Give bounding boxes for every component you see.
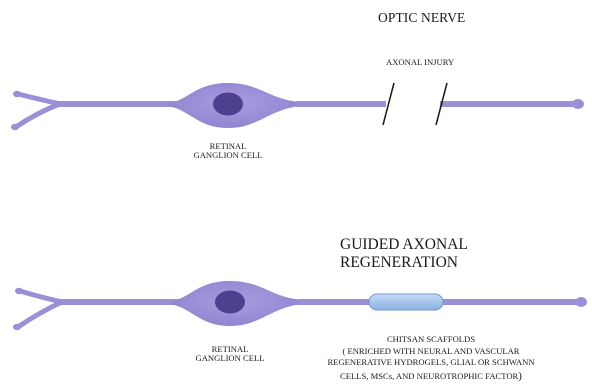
scaffold-description: CHITSAN SCAFFOLDS ( ENRICHED WITH NEURAL… (306, 334, 556, 384)
scaffold-line3: CELLS, MSCs, AND NEUROTROPHIC FACTOR (340, 371, 518, 381)
chitosan-scaffold-tube (369, 294, 443, 310)
bottom-nucleus (215, 291, 245, 314)
bottom-neuron (13, 281, 587, 330)
top-dendrite-lower (16, 104, 60, 127)
scaffold-line1: ( ENRICHED WITH NEURAL AND VASCULAR (306, 346, 556, 358)
bottom-dendrite-lower (18, 302, 62, 327)
top-neuron (11, 83, 584, 130)
guided-regeneration-title-line1: GUIDED AXONAL (340, 236, 468, 254)
top-dendrite-upper (18, 94, 60, 104)
top-dendrite-tip-upper (13, 91, 21, 97)
top-axon-terminal (572, 99, 584, 109)
optic-nerve-title: OPTIC NERVE (378, 11, 465, 25)
scaffold-close-paren: ) (518, 370, 522, 382)
guided-regeneration-title: GUIDED AXONAL REGENERATION (340, 236, 468, 272)
bottom-dendrite-tip-lower (13, 324, 21, 330)
scaffold-title: CHITSAN SCAFFOLDS (306, 334, 556, 346)
top-cell-label-line2: GANGLION CELL (188, 151, 268, 160)
top-nucleus (213, 93, 243, 116)
bottom-dendrite-tip-upper (15, 288, 23, 294)
bottom-dendrite-upper (20, 291, 62, 302)
top-axon-distal (440, 101, 578, 107)
top-axon-middle (296, 101, 386, 107)
top-dendrite-tip-lower (11, 124, 19, 130)
bottom-cell-label: RETINAL GANGLION CELL (190, 345, 270, 363)
scaffold-line3-wrap: CELLS, MSCs, AND NEUROTROPHIC FACTOR) (306, 369, 556, 384)
bottom-axon-terminal (575, 297, 587, 307)
axonal-injury-label: AXONAL INJURY (386, 58, 454, 67)
bottom-cell-label-line2: GANGLION CELL (190, 354, 270, 363)
guided-regeneration-title-line2: REGENERATION (340, 254, 468, 272)
scaffold-line2: REGENERATIVE HYDROGELS, GLIAL OR SCHWANN (306, 357, 556, 369)
top-cell-label: RETINAL GANGLION CELL (188, 142, 268, 160)
